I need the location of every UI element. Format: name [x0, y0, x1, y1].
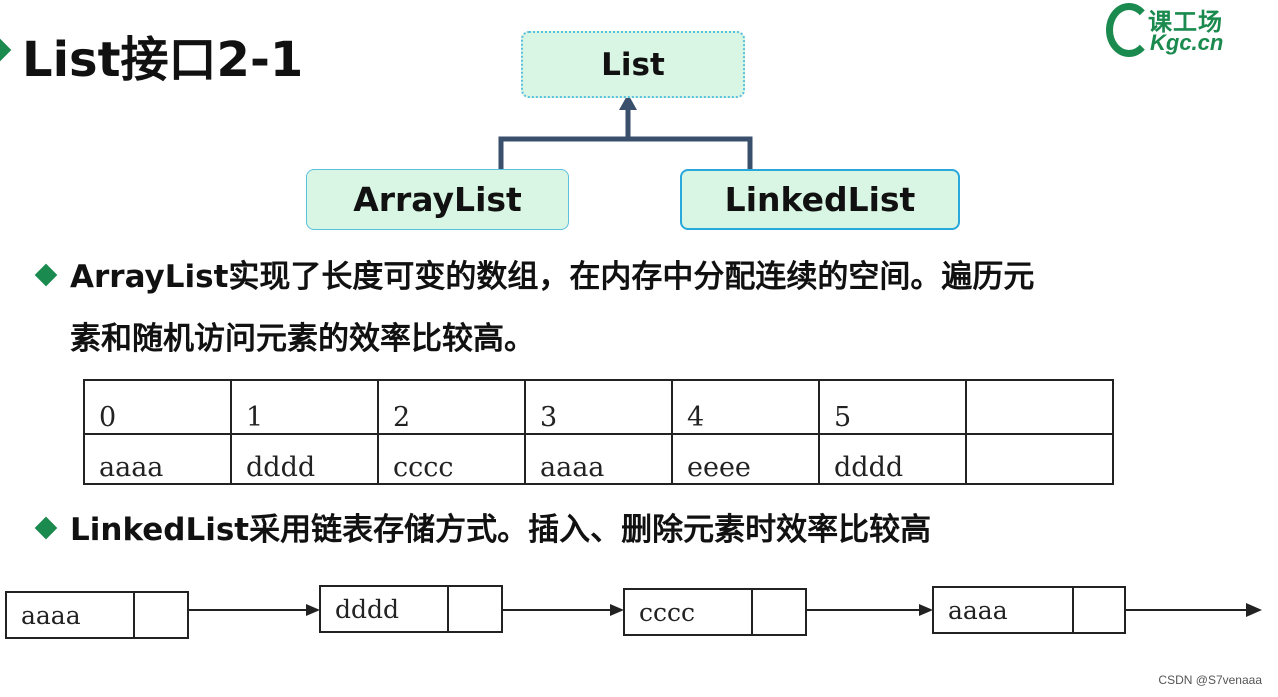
linked-list-arrows — [189, 603, 1262, 617]
linked-node-pointer — [1074, 588, 1124, 632]
logo-mark-icon — [1106, 3, 1152, 57]
array-index-cell: 3 — [524, 379, 673, 435]
linked-node: aaaa — [932, 586, 1126, 634]
linked-node: aaaa — [5, 591, 189, 639]
bullet-linkedlist: LinkedList采用链表存储方式。插入、删除元素时效率比较高 — [34, 499, 1254, 561]
array-index-cell: 4 — [671, 379, 820, 435]
array-value-cell: dddd — [230, 433, 379, 485]
logo-text-cn: 课工场 — [1148, 8, 1223, 36]
linked-node-value: aaaa — [934, 588, 1074, 632]
page-title: List接口2-1 — [22, 32, 304, 88]
array-index-cell — [965, 379, 1114, 435]
array-value-cell: aaaa — [83, 433, 232, 485]
linked-node-pointer — [449, 587, 501, 631]
linked-node-value: cccc — [625, 590, 753, 634]
linked-node-value: aaaa — [7, 593, 135, 637]
bullet-diamond-icon — [34, 263, 58, 287]
bullet-arraylist-text: ArrayList实现了长度可变的数组，在内存中分配连续的空间。遍历元 — [70, 259, 1035, 295]
watermark: CSDN @S7venaaa — [1158, 673, 1262, 687]
array-index-cell: 5 — [818, 379, 967, 435]
array-value-row: aaaa dddd cccc aaaa eeee dddd — [83, 433, 1114, 485]
link-arrowhead-icon — [610, 604, 624, 616]
bullet-linkedlist-text: LinkedList采用链表存储方式。插入、删除元素时效率比较高 — [70, 512, 932, 548]
linked-node-pointer — [753, 590, 805, 634]
logo: 课工场 Kgc.cn — [1106, 0, 1266, 60]
linked-node-value: dddd — [321, 587, 449, 631]
array-table: 0 1 2 3 4 5 aaaa dddd cccc aaaa eeee ddd… — [83, 379, 1114, 485]
link-arrowhead-icon — [1246, 603, 1262, 617]
connector-line — [498, 106, 753, 169]
array-value-cell: aaaa — [524, 433, 673, 485]
uml-list-box: List — [521, 31, 745, 98]
array-index-row: 0 1 2 3 4 5 — [83, 379, 1114, 435]
link-arrowhead-icon — [919, 604, 933, 616]
uml-arraylist-box: ArrayList — [306, 169, 569, 230]
array-value-cell: eeee — [671, 433, 820, 485]
array-value-cell — [965, 433, 1114, 485]
linked-list-diagram: aaaa dddd cccc aaaa — [0, 570, 1278, 660]
logo-text-en: Kgc.cn — [1150, 30, 1224, 55]
linked-node: cccc — [623, 588, 807, 636]
bullet-diamond-icon — [34, 516, 58, 540]
linked-node-pointer — [135, 593, 187, 637]
array-value-cell: dddd — [818, 433, 967, 485]
array-index-cell: 1 — [230, 379, 379, 435]
link-arrowhead-icon — [306, 604, 320, 616]
linked-node: dddd — [319, 585, 503, 633]
bullet-arraylist-continuation: 素和随机访问元素的效率比较高。 — [70, 321, 535, 357]
bullet-arraylist: ArrayList实现了长度可变的数组，在内存中分配连续的空间。遍历元 — [34, 246, 1254, 308]
array-value-cell: cccc — [377, 433, 526, 485]
array-index-cell: 0 — [83, 379, 232, 435]
array-index-cell: 2 — [377, 379, 526, 435]
uml-linkedlist-box: LinkedList — [680, 169, 960, 230]
title-marker — [0, 38, 12, 62]
